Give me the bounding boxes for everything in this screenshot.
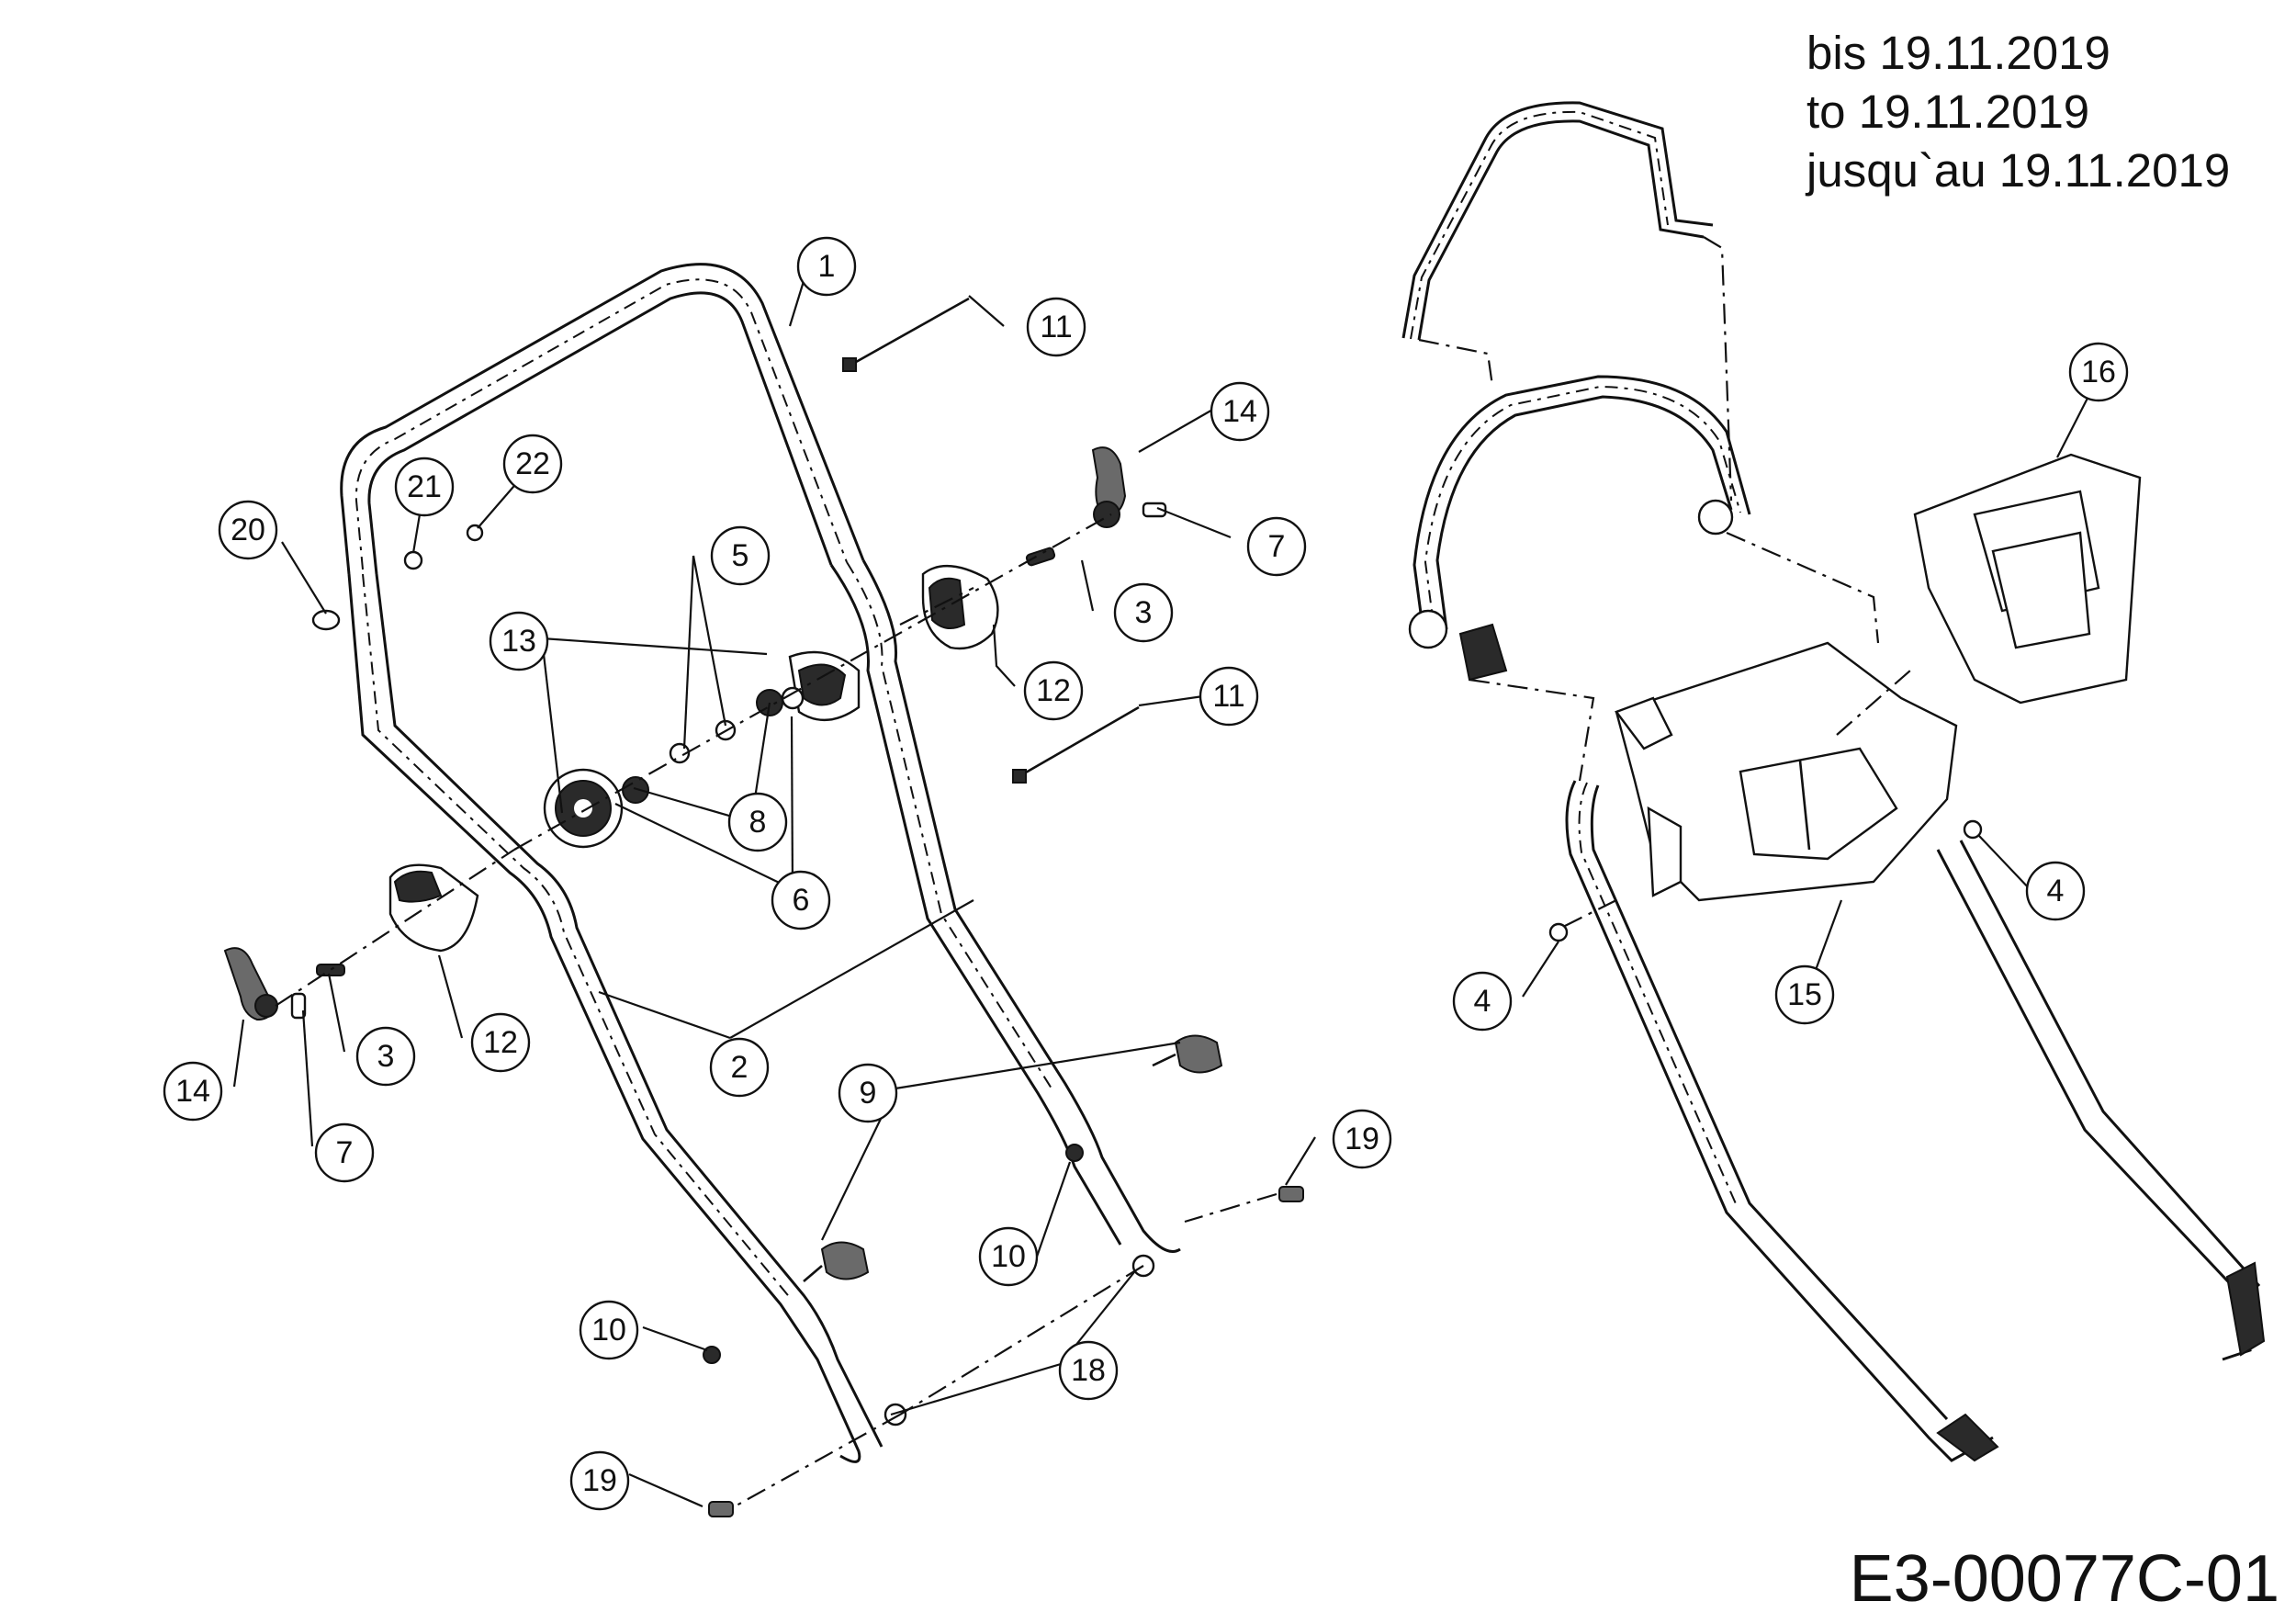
validity-note-en: to 19.11.2019 — [1806, 85, 2090, 138]
upper-handle-right — [1401, 101, 1714, 341]
validity-note: bis 19.11.2019 to 19.11.2019 jusqu`au 19… — [1806, 24, 2230, 200]
callout-14-left: 14 — [163, 1061, 223, 1122]
callout-7-left: 7 — [314, 1122, 375, 1183]
svg-text:1: 1 — [818, 249, 836, 284]
svg-text:18: 18 — [1071, 1353, 1106, 1388]
callout-10-right: 10 — [978, 1226, 1039, 1287]
svg-text:5: 5 — [732, 538, 749, 573]
assembly-lines-left — [275, 513, 1277, 1507]
callout-19-right: 19 — [1332, 1109, 1392, 1169]
callout-22: 22 — [502, 434, 563, 494]
svg-text:7: 7 — [336, 1135, 354, 1170]
callout-9: 9 — [838, 1063, 898, 1123]
lower-handle-right — [829, 559, 1181, 1253]
callout-7-right: 7 — [1246, 516, 1307, 577]
callout-18: 18 — [1058, 1340, 1119, 1401]
callout-14-right: 14 — [1210, 381, 1270, 442]
callout-12-right: 12 — [1023, 660, 1084, 721]
svg-text:14: 14 — [175, 1074, 210, 1109]
drawing-code: E3-00077C-01 — [1849, 1542, 2279, 1616]
star-knobs — [703, 1034, 1223, 1364]
svg-text:22: 22 — [515, 446, 550, 481]
svg-text:12: 12 — [483, 1025, 518, 1060]
callout-3-right: 3 — [1113, 582, 1174, 643]
callout-20: 20 — [218, 500, 278, 560]
svg-text:19: 19 — [1345, 1122, 1379, 1156]
svg-text:8: 8 — [749, 805, 767, 840]
upper-handle-bar — [340, 263, 865, 575]
callout-8: 8 — [727, 792, 788, 852]
validity-note-de: bis 19.11.2019 — [1806, 27, 2110, 79]
callout-4-right: 4 — [2025, 861, 2086, 921]
svg-text:14: 14 — [1222, 394, 1257, 429]
adjuster-disk-inner-right — [788, 650, 861, 722]
svg-text:6: 6 — [793, 883, 810, 918]
callout-11-upper: 11 — [1026, 297, 1086, 357]
svg-text:10: 10 — [991, 1239, 1026, 1274]
svg-text:21: 21 — [407, 469, 442, 504]
clamp-lever-right — [1091, 446, 1127, 528]
clamp-cover-left — [388, 863, 479, 953]
callout-5: 5 — [710, 525, 771, 586]
validity-note-fr: jusqu`au 19.11.2019 — [1806, 144, 2231, 197]
svg-text:9: 9 — [860, 1076, 877, 1111]
callout-10-left: 10 — [579, 1300, 639, 1360]
svg-text:4: 4 — [1474, 984, 1491, 1019]
clamp-lever-left — [223, 947, 278, 1021]
svg-text:13: 13 — [501, 624, 536, 659]
callout-21: 21 — [394, 457, 455, 517]
clamp-cover-right — [921, 564, 999, 650]
lower-handle-frame-right — [1565, 780, 2266, 1462]
svg-text:4: 4 — [2047, 874, 2065, 908]
svg-text:16: 16 — [2081, 355, 2116, 389]
callout-3-left: 3 — [355, 1026, 416, 1087]
svg-text:15: 15 — [1787, 977, 1822, 1012]
callout-15: 15 — [1774, 964, 1835, 1025]
callout-2: 2 — [709, 1037, 770, 1098]
adjuster-disk-inner-left — [543, 768, 624, 849]
small-screws-right — [1548, 819, 1983, 942]
control-cover — [1913, 453, 2142, 705]
callout-6: 6 — [771, 870, 831, 930]
lower-handle-left — [347, 573, 884, 1463]
svg-text:2: 2 — [731, 1050, 748, 1085]
leader-lines — [232, 265, 2099, 1508]
callout-19-left: 19 — [569, 1450, 630, 1511]
svg-text:10: 10 — [591, 1313, 626, 1348]
svg-text:3: 3 — [377, 1039, 395, 1074]
svg-text:20: 20 — [231, 513, 265, 547]
svg-text:19: 19 — [582, 1463, 617, 1498]
callout-4-left: 4 — [1452, 971, 1513, 1032]
svg-text:3: 3 — [1135, 595, 1153, 630]
svg-text:11: 11 — [1040, 310, 1072, 344]
control-panel-housing — [1615, 641, 1958, 902]
svg-text:11: 11 — [1212, 679, 1244, 714]
callout-16: 16 — [2068, 342, 2129, 402]
svg-text:7: 7 — [1268, 529, 1286, 564]
assembly-lines-right — [1418, 236, 1911, 929]
callout-11-lower: 11 — [1199, 666, 1259, 727]
svg-text:12: 12 — [1036, 673, 1071, 708]
callout-13: 13 — [489, 611, 549, 671]
upper-handle-grip-frame — [1408, 375, 1751, 682]
callout-12-left: 12 — [470, 1012, 531, 1073]
cable-ties — [842, 297, 1140, 784]
callout-1: 1 — [796, 236, 857, 297]
